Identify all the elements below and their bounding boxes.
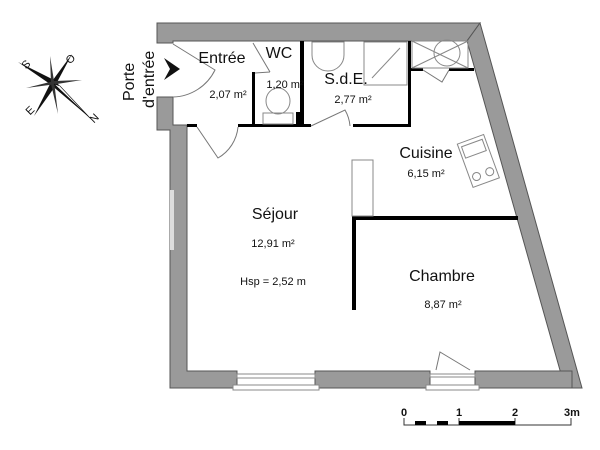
fixtures: [262, 39, 501, 217]
room-name-sde: S.d.E.: [324, 71, 368, 88]
room-area-sejour: 12,91 m²: [251, 238, 295, 250]
sink-icon: [311, 41, 345, 72]
washing-machine-icon: [411, 39, 469, 69]
scale-bar: 0 1 2 3m: [401, 407, 580, 426]
scale-tick-1: 1: [456, 407, 462, 419]
scale-tick-0: 0: [401, 407, 407, 419]
room-name-wc: WC: [266, 45, 293, 62]
toilet-icon: [265, 87, 291, 115]
compass-rose-icon: [18, 54, 91, 119]
entrance-label-line1: Porte: [121, 63, 138, 101]
room-name-cuisine: Cuisine: [399, 145, 452, 162]
room-area-chambre: 8,87 m²: [424, 299, 462, 311]
stove-icon: [456, 133, 501, 188]
doors: [172, 42, 471, 371]
room-area-sde: 2,77 m²: [334, 94, 372, 106]
room-name-entree: Entrée: [198, 50, 245, 67]
shower-icon: [363, 41, 408, 86]
compass-east: E: [24, 104, 38, 118]
room-area-wc: 1,20 m²: [266, 79, 304, 91]
room-area-cuisine: 6,15 m²: [407, 168, 445, 180]
room-name-chambre: Chambre: [409, 268, 475, 285]
ceiling-height: Hsp = 2,52 m: [240, 276, 306, 288]
entrance-label-line2: d'entrée: [141, 51, 158, 108]
scale-tick-3: 3m: [564, 407, 580, 419]
exterior-walls: [156, 21, 583, 391]
interior-walls: [187, 41, 518, 310]
kitchen-counter: [351, 159, 374, 217]
entrance-arrow-icon: [164, 58, 180, 80]
room-area-entree: 2,07 m²: [209, 89, 247, 101]
scale-tick-2: 2: [512, 407, 518, 419]
room-name-sejour: Séjour: [252, 206, 299, 223]
compass-north: N: [88, 112, 102, 126]
